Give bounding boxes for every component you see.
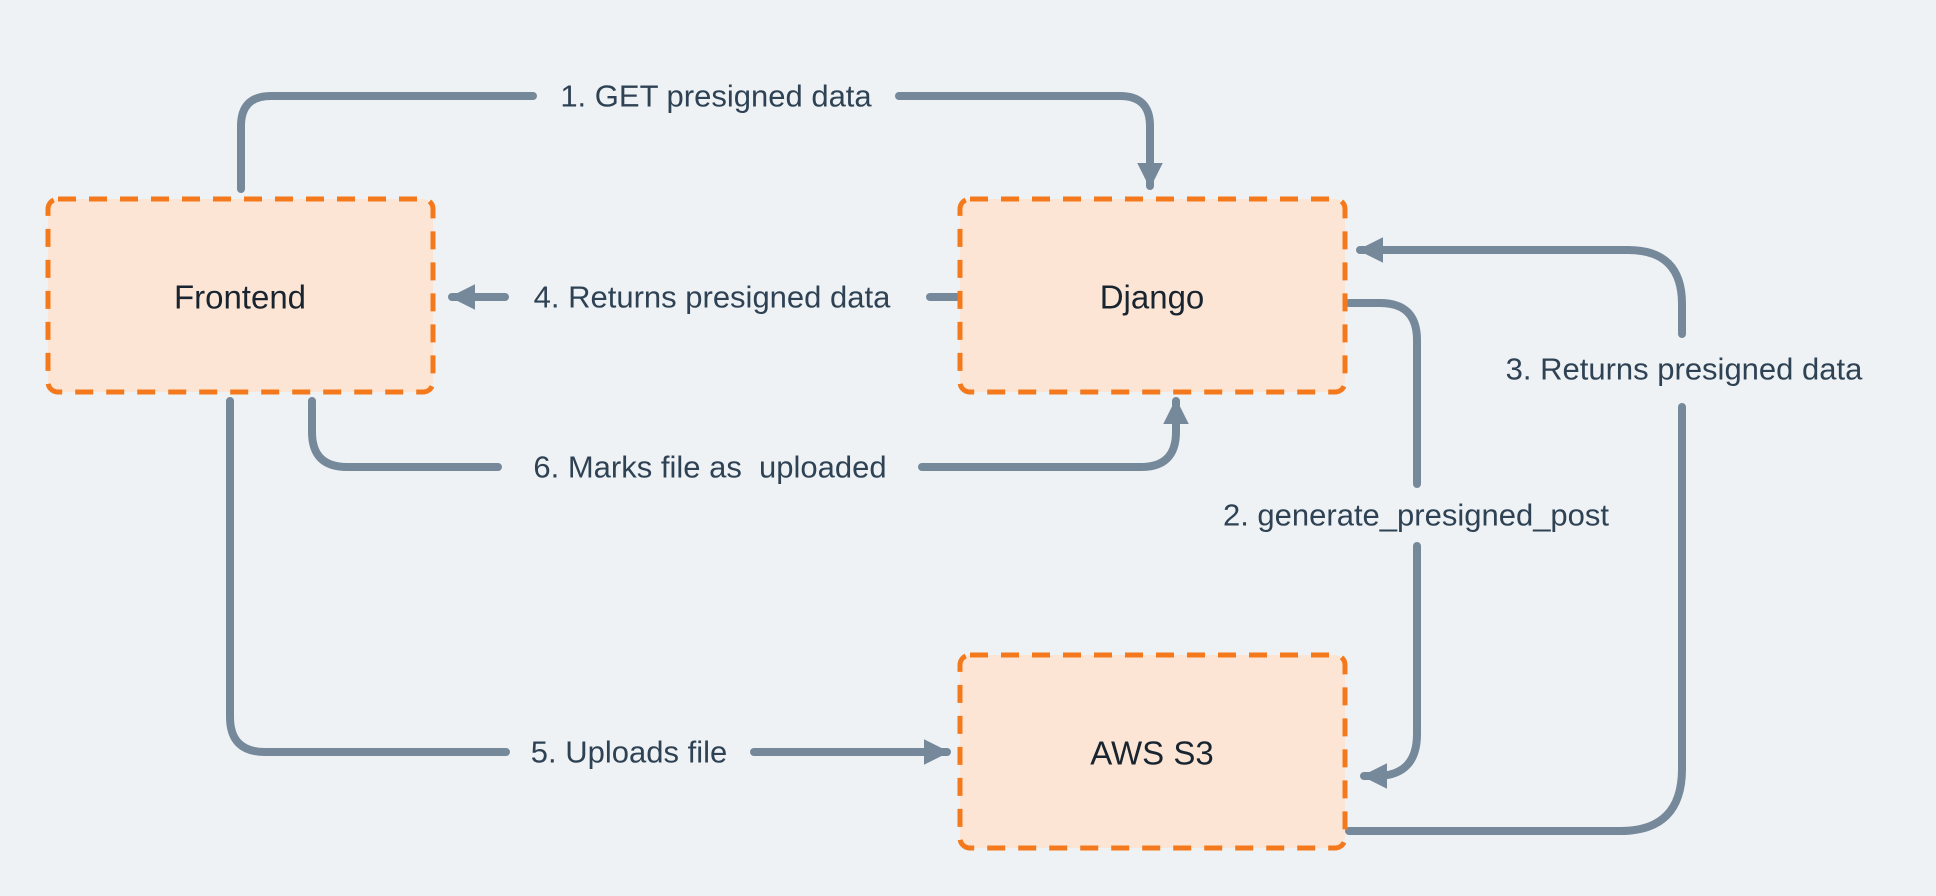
edge-6-marks-file-uploaded: 6. Marks file as uploaded bbox=[308, 397, 1189, 485]
node-django-box bbox=[957, 196, 1348, 395]
edge-1-get-presigned-data: 1. GET presigned data bbox=[237, 79, 1163, 193]
edge-2-label: 2. generate_presigned_post bbox=[1223, 498, 1609, 533]
edge-5-uploads-file: 5. Uploads file bbox=[226, 397, 951, 770]
node-django: Django bbox=[957, 196, 1348, 395]
edge-3-label: 3. Returns presigned data bbox=[1506, 352, 1863, 387]
edge-4-returns-presigned-data: 4. Returns presigned data bbox=[448, 280, 961, 315]
edge-6-path-end bbox=[918, 397, 1189, 471]
node-frontend-box bbox=[45, 196, 436, 395]
node-frontend: Frontend bbox=[45, 196, 436, 395]
edge-2-generate-presigned-post: 2. generate_presigned_post bbox=[1223, 299, 1609, 789]
edge-2-path-end bbox=[1360, 542, 1421, 789]
edge-6-path-start bbox=[308, 397, 502, 471]
edge-1-path-start bbox=[237, 92, 537, 193]
edge-5-label: 5. Uploads file bbox=[531, 735, 727, 770]
node-aws-s3-box bbox=[957, 652, 1348, 851]
edge-5-path-start bbox=[226, 397, 510, 756]
edge-3-path-start bbox=[1345, 403, 1686, 835]
node-django-label: Django bbox=[1100, 279, 1205, 316]
node-frontend-label: Frontend bbox=[174, 279, 306, 316]
node-aws-s3: AWS S3 bbox=[957, 652, 1348, 851]
edge-3-path-end bbox=[1356, 237, 1686, 338]
edge-2-path-start bbox=[1345, 299, 1421, 488]
edge-4-label: 4. Returns presigned data bbox=[534, 280, 891, 315]
edge-1-path-end bbox=[895, 92, 1163, 190]
node-aws-s3-label: AWS S3 bbox=[1090, 735, 1213, 772]
edge-1-label: 1. GET presigned data bbox=[560, 79, 872, 114]
edge-6-label: 6. Marks file as uploaded bbox=[533, 450, 886, 485]
edge-3-returns-presigned-data: 3. Returns presigned data bbox=[1345, 237, 1863, 835]
